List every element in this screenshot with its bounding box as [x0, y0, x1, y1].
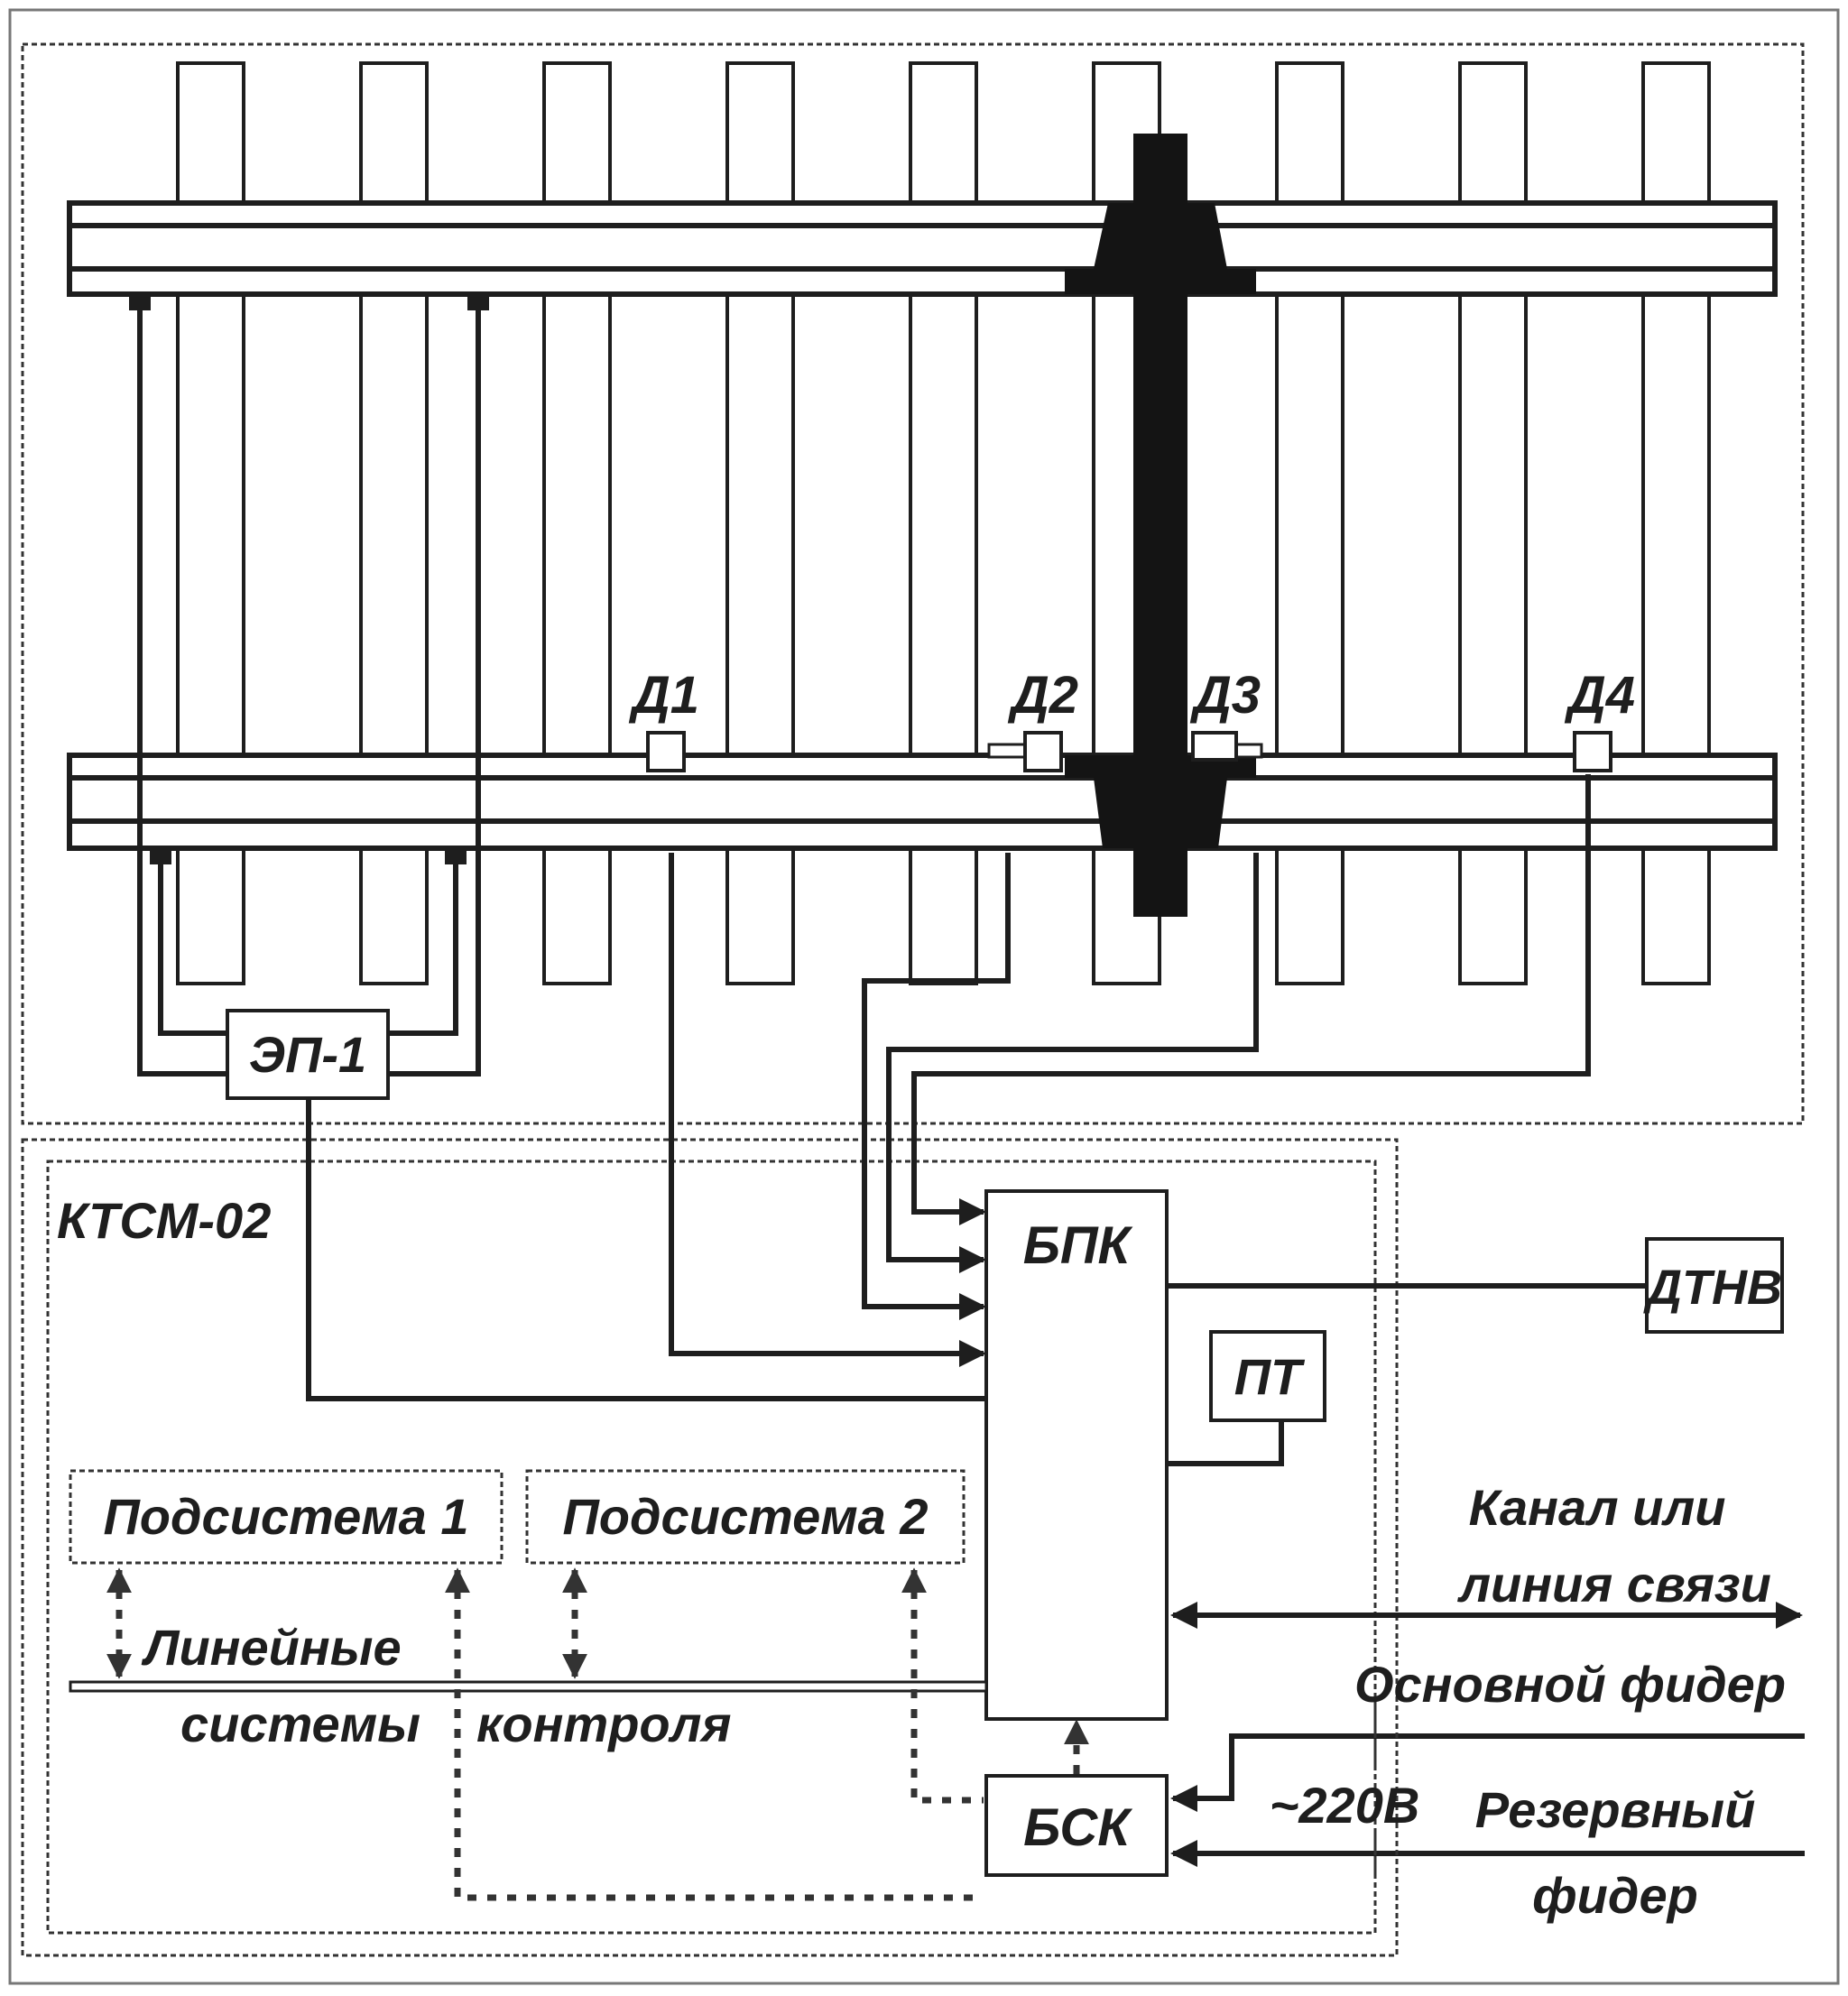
voltage-label: ~220В	[1270, 1777, 1420, 1834]
d3-wire	[886, 853, 1259, 1273]
detectors: Д1 Д2 Д3 Д4	[628, 666, 1635, 772]
detector-d3-label: Д3	[1189, 666, 1261, 725]
ep1-label: ЭП-1	[249, 1026, 366, 1083]
channel-label-line1: Канал или	[1469, 1479, 1726, 1536]
bottom-wheel	[1065, 755, 1256, 848]
d1-wire	[669, 853, 986, 1367]
bpk-block: БПК	[984, 1189, 1169, 1721]
linear-systems-label-word3: контроля	[476, 1696, 731, 1752]
boundary-dashes	[1373, 1705, 1399, 1877]
subsystem-2-label: Подсистема 2	[562, 1488, 928, 1545]
reserve-feeder-label-line2: фидер	[1532, 1867, 1698, 1924]
main-feeder-label: Основной фидер	[1354, 1656, 1786, 1713]
subsystem-1-label: Подсистема 1	[103, 1488, 468, 1545]
equipment-outer-frame	[21, 1138, 1399, 1957]
detector-d2-bracket	[987, 743, 1027, 759]
channel-label-line2: линия связи	[1456, 1556, 1771, 1613]
detector-d3-bracket	[1234, 743, 1263, 759]
linear-systems-label-line1: Линейные	[141, 1619, 402, 1676]
detector-d4-body	[1573, 731, 1612, 772]
wheelset	[1065, 134, 1256, 917]
detector-d2-body	[1023, 731, 1063, 772]
pt-label: ПТ	[1234, 1348, 1306, 1405]
d2-wire	[862, 853, 1011, 1320]
linear-control-bus	[69, 1680, 988, 1693]
linear-systems-label-word2: системы	[180, 1696, 420, 1752]
detector-d4-label: Д4	[1564, 666, 1635, 725]
rail-contacts	[129, 294, 489, 864]
d4-wire	[911, 774, 1591, 1225]
bsk-block: БСК	[984, 1774, 1169, 1877]
bpk-pt-line	[1167, 1420, 1284, 1466]
detector-wiring	[669, 774, 1591, 1367]
reserve-feeder-label-line1: Резервный	[1475, 1781, 1756, 1838]
ktsm-02-label: КТСМ-02	[57, 1192, 271, 1249]
subsystem-2-block: Подсистема 2	[525, 1469, 966, 1565]
top-rail	[67, 200, 1778, 297]
outer-border	[8, 8, 1840, 1985]
detector-d1-label: Д1	[628, 666, 699, 725]
subsystem-1-block: Подсистема 1	[69, 1469, 504, 1565]
dtnv-block: ДТНВ	[1643, 1237, 1784, 1334]
ktsm-frame	[46, 1160, 1377, 1935]
subsystem-dashed-links	[106, 1567, 984, 1901]
detector-d3-body	[1191, 731, 1238, 762]
ep1-block: ЭП-1	[226, 1009, 390, 1100]
detector-d1-body	[646, 731, 686, 772]
bsk-label: БСК	[1023, 1798, 1132, 1857]
pt-block: ПТ	[1209, 1330, 1326, 1422]
bpk-label: БПК	[1023, 1216, 1133, 1275]
main-feeder-line	[1170, 1733, 1805, 1812]
detector-d2-label: Д2	[1007, 666, 1078, 725]
top-wheel	[1065, 203, 1256, 294]
dtnv-label: ДТНВ	[1643, 1261, 1782, 1315]
bottom-rail	[67, 753, 1778, 851]
ep1-wiring	[137, 298, 986, 1401]
